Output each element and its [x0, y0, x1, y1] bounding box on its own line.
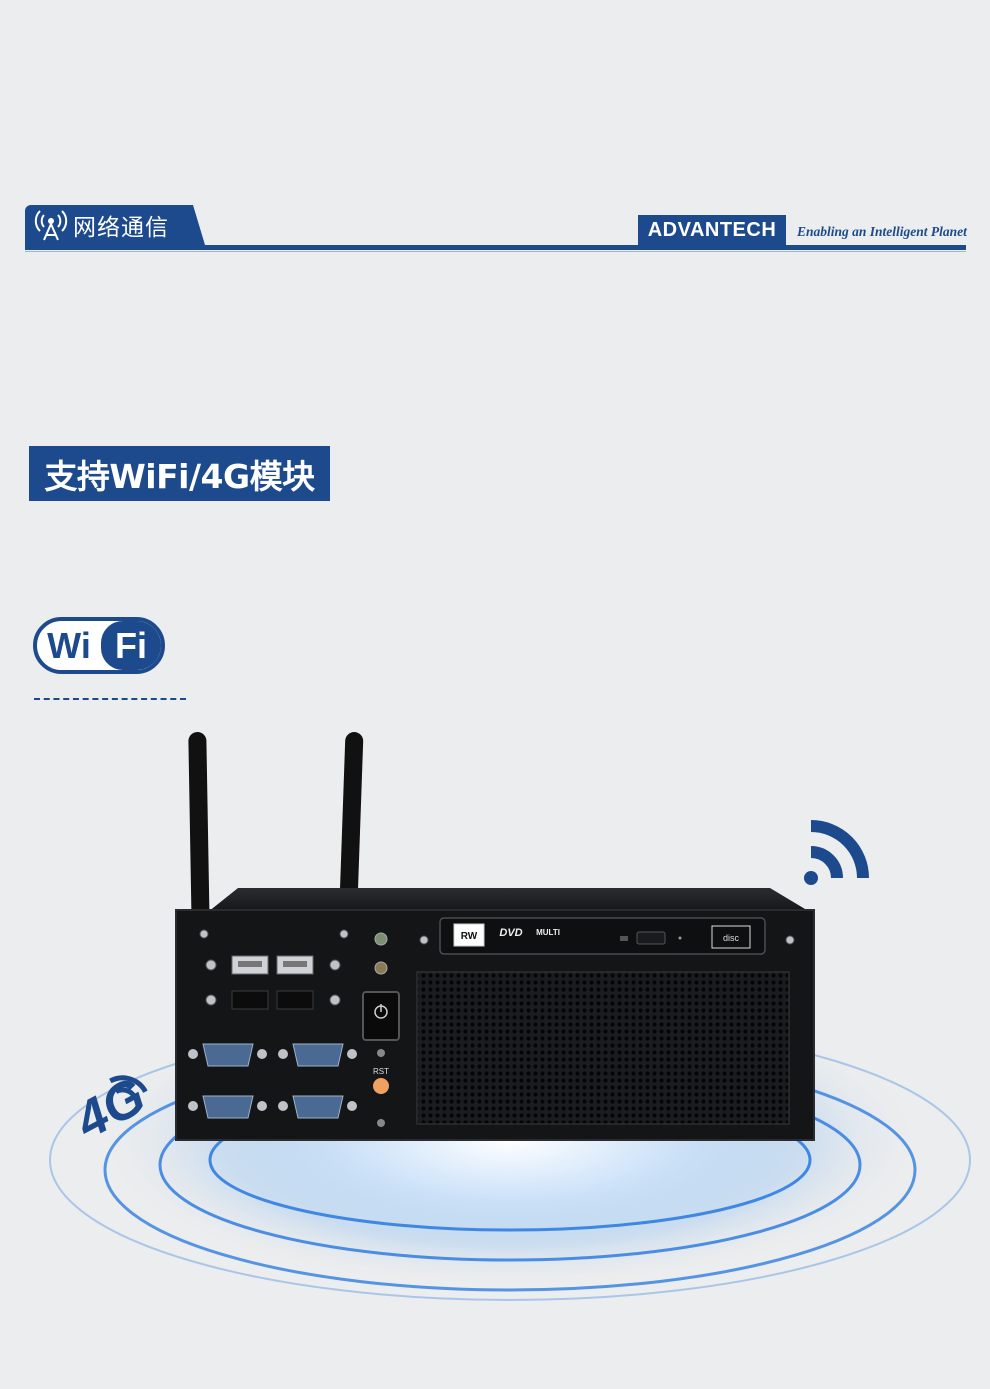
svg-text:disc: disc [723, 933, 740, 943]
reset-label: RST [373, 1067, 389, 1076]
blank-port-covers [231, 990, 314, 1010]
small-screw [377, 1049, 385, 1057]
wifi-logo-fi: Fi [101, 621, 161, 670]
vent-grille [416, 971, 790, 1125]
brand-logo: ADVANTECH [638, 215, 786, 245]
feature-title: 支持WiFi/4G模块 [29, 446, 330, 501]
antenna-signal-icon [34, 210, 68, 241]
chassis-top [208, 888, 810, 912]
eject-button [636, 931, 666, 945]
section-header-tab: 网络通信 [25, 205, 205, 245]
signal-4g-icon [109, 1075, 148, 1099]
hdd-led [374, 961, 388, 975]
optical-drive [439, 917, 766, 955]
drive-dvd-label: DVD [499, 927, 522, 939]
power-switch [362, 991, 400, 1041]
dashed-divider [34, 698, 186, 700]
drive-multi-label: MULTI [536, 928, 560, 937]
reset-button [373, 1078, 389, 1094]
power-led [374, 932, 388, 946]
device-illustration: RST RW DVD MULTI disc 4G [49, 732, 971, 1301]
section-title: 网络通信 [73, 215, 169, 241]
antenna-left [188, 732, 210, 940]
wifi-logo-wi: Wi [47, 624, 91, 666]
disc-logo [711, 925, 751, 949]
header-divider [25, 245, 966, 250]
usb-ports [231, 955, 314, 975]
serial-ports [188, 1043, 357, 1119]
header-divider-thin [25, 251, 966, 252]
wifi-logo: Wi Fi [33, 617, 165, 674]
brand-tagline: Enabling an Intelligent Planet [797, 224, 967, 239]
wifi-signal-icon [804, 820, 869, 885]
drive-rw-label: RW [461, 931, 478, 942]
